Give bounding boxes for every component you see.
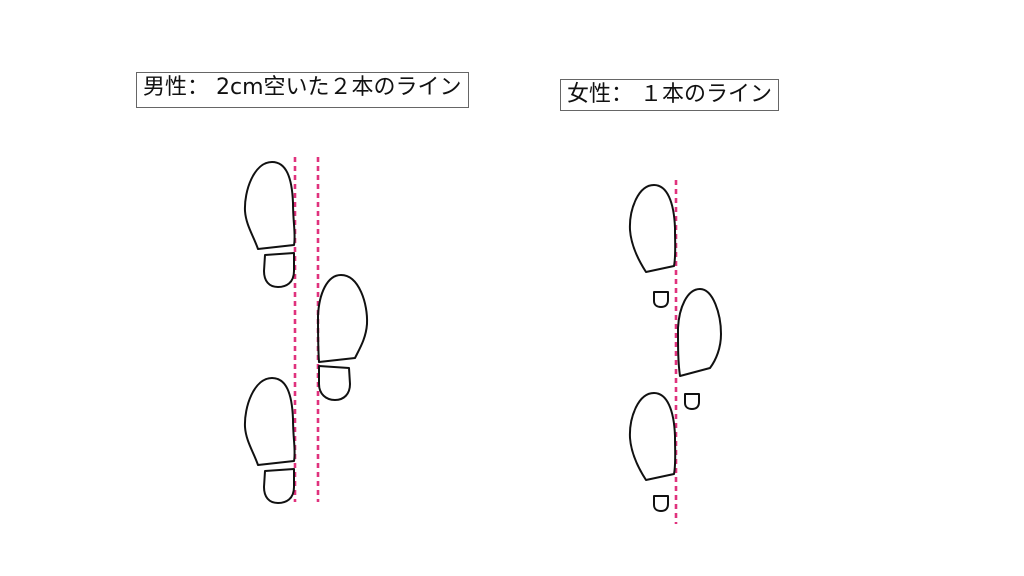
- sole: [243, 161, 296, 250]
- heel: [653, 495, 669, 512]
- heel: [653, 291, 669, 308]
- women-footprint-2: [677, 288, 722, 410]
- women-label: 女性： １本のライン: [560, 79, 779, 111]
- men-footprint-1: [243, 161, 296, 288]
- men-label: 男性： 2cm空いた２本のライン: [136, 72, 469, 108]
- heel: [263, 252, 295, 288]
- sole: [243, 377, 296, 466]
- heel: [318, 365, 351, 401]
- men-footprint-3: [243, 377, 296, 504]
- heel: [684, 393, 700, 410]
- sole: [677, 288, 722, 377]
- heel: [263, 468, 295, 504]
- women-footprint-1: [628, 184, 677, 308]
- sole: [628, 184, 677, 273]
- men-footprint-2: [317, 274, 369, 401]
- sole: [628, 392, 677, 481]
- women-footprint-3: [628, 392, 677, 512]
- sole: [317, 274, 369, 363]
